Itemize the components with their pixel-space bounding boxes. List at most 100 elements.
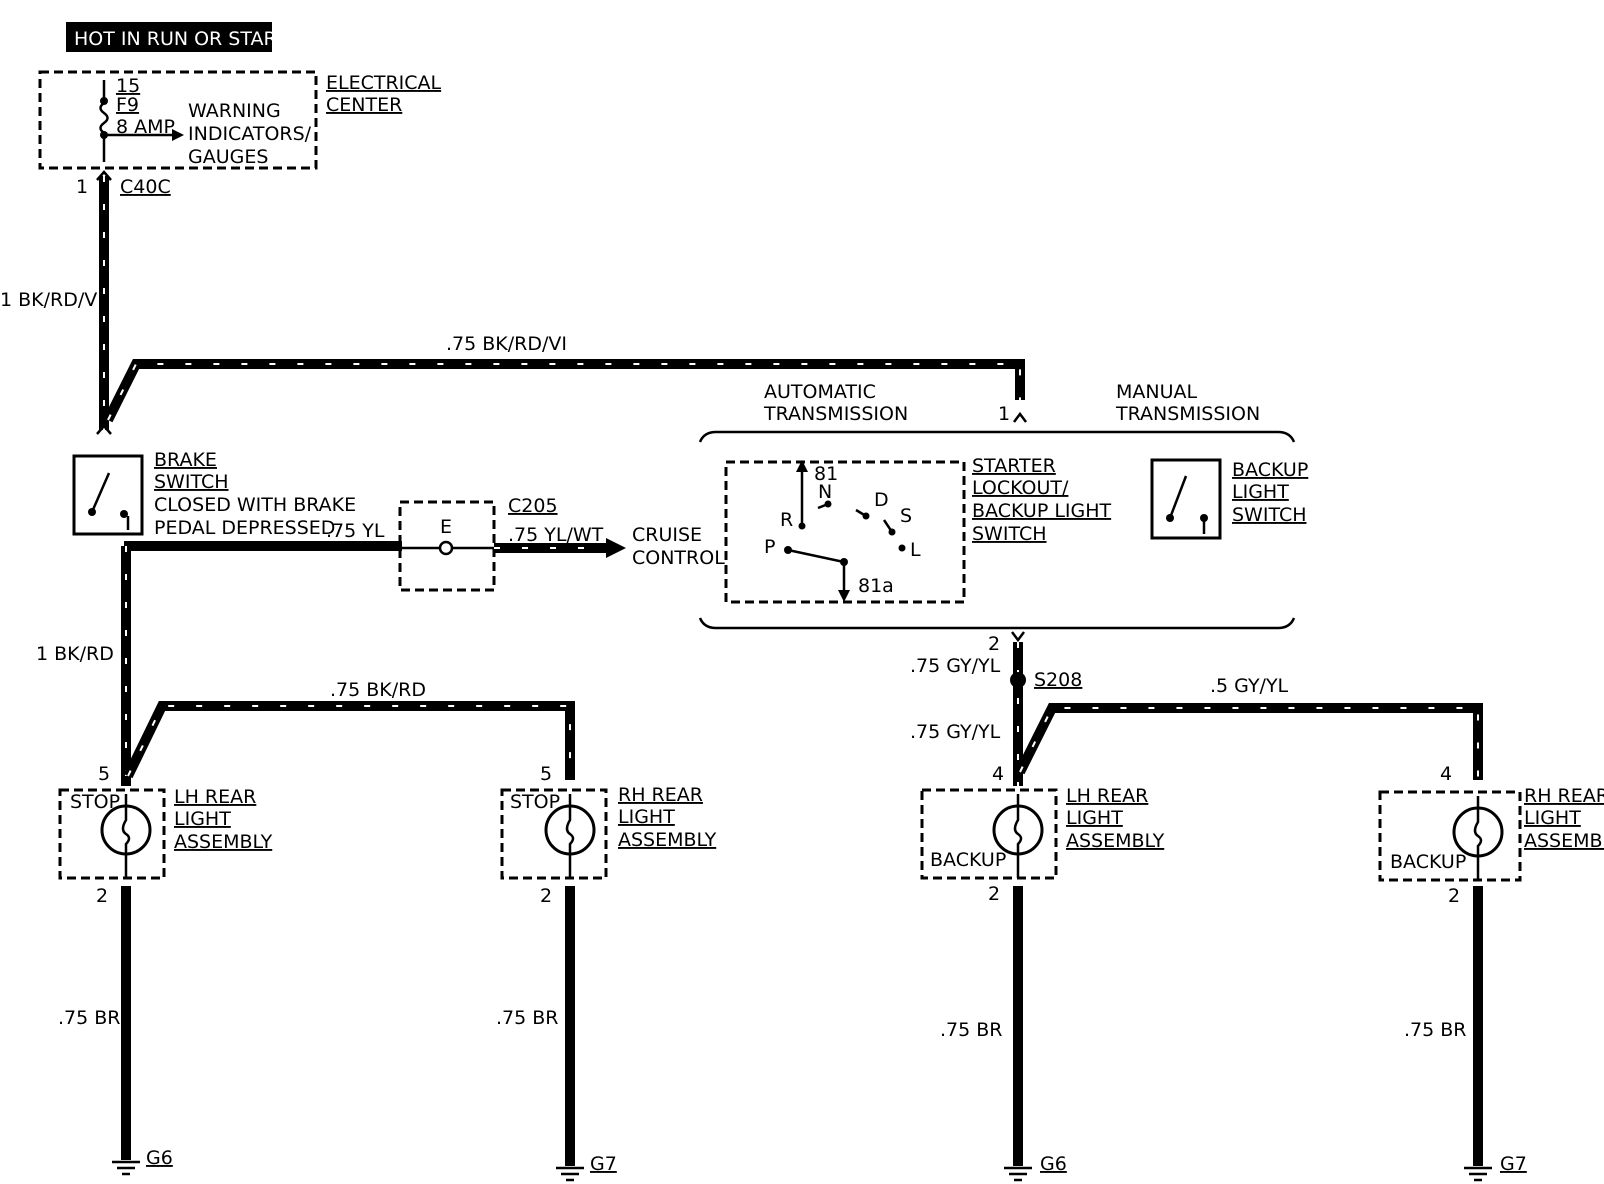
ec-pin: 1 [76, 176, 88, 198]
brake-switch-connector-icon [96, 424, 112, 435]
backup-feed-label-b: .75 GY/YL [910, 721, 1001, 743]
starter-label-3: BACKUP LIGHT [972, 500, 1112, 522]
starter-lockout-box [724, 460, 966, 604]
ground-label-g6-right: G6 [1040, 1153, 1067, 1175]
trans-pin-out-icon [1011, 631, 1025, 643]
s208-splice [1010, 672, 1026, 688]
lh-stop-name-1: LH REAR [174, 786, 256, 808]
lh-stop-lamp: 5 STOP LH REAR LIGHT ASSEMBLY 2 [58, 763, 273, 907]
lockout-term-81: 81 [814, 463, 838, 485]
lh-backup-name-1: LH REAR [1066, 785, 1148, 807]
brake-switch-pivot [88, 508, 96, 516]
top-run-label: .75 BK/RD/VI [446, 333, 567, 355]
fuse-number: 15 [116, 75, 140, 97]
rh-backup-tag: BACKUP [1390, 851, 1466, 873]
hot-label-box [66, 22, 272, 52]
lh-backup-pin-top: 4 [992, 763, 1004, 785]
lockout-wiper [787, 548, 846, 598]
gear-d: D [874, 489, 889, 511]
lh-stop-name-3: ASSEMBLY [174, 831, 273, 853]
lh-stop-pin-top: 5 [98, 763, 110, 785]
rh-backup-pin-top: 4 [1440, 763, 1452, 785]
rh-stop-box [500, 788, 608, 880]
lh-stop-box [58, 788, 166, 880]
gear-l: L [910, 539, 921, 561]
manual-trans-label-1: MANUAL [1116, 381, 1198, 403]
rh-stop-pin-bot: 2 [540, 885, 552, 907]
rh-stop-name-2: LIGHT [618, 806, 675, 828]
rh-stop-tag: STOP [510, 791, 560, 813]
gear-s: S [900, 505, 912, 527]
ground-icon-g6-right [1004, 1166, 1032, 1182]
lockout-out-arrow [838, 590, 850, 602]
trans-bottom-bracket [698, 617, 1296, 630]
gear-s-dot [888, 528, 896, 536]
rh-backup-box [1378, 790, 1522, 882]
top-run-stripe [107, 363, 1021, 421]
brake-switch-label-2: SWITCH [154, 471, 229, 493]
starter-label-1: STARTER [972, 455, 1056, 477]
ground-wire-label-2: .75 BR [496, 1007, 559, 1029]
backup-branch-label: .5 GY/YL [1210, 675, 1289, 697]
rh-stop-lamp: 5 STOP RH REAR LIGHT ASSEMBLY 2 [500, 763, 717, 907]
ground-icon-g6-left [112, 1160, 140, 1176]
backup-switch-pivot [1166, 514, 1174, 522]
ground-label-g6-left: G6 [146, 1147, 173, 1169]
lh-backup-name-3: ASSEMBLY [1066, 830, 1165, 852]
hot-label: HOT IN RUN OR START [74, 28, 287, 50]
main-feed-label: 1 BK/RD/VI [0, 289, 103, 311]
ground-icon-g7-left [556, 1166, 584, 1182]
fuse-id: F9 [116, 94, 139, 116]
cruise-arrow-head [606, 538, 626, 558]
rh-stop-filament [565, 794, 575, 878]
ground-label-g7-left: G7 [590, 1153, 617, 1175]
backup-switch-label-3: SWITCH [1232, 504, 1307, 526]
rh-stop-name-3: ASSEMBLY [618, 829, 717, 851]
lh-backup-filament [1013, 794, 1023, 878]
ec-connector: C40C [120, 176, 171, 198]
stop-branch-stripe [127, 705, 571, 780]
trans-pin-out: 2 [988, 633, 1000, 655]
backup-switch-label-2: LIGHT [1232, 481, 1289, 503]
ground-wire-label-3: .75 BR [940, 1019, 1003, 1041]
stop-branch-wire [123, 701, 575, 780]
auto-trans-label-1: AUTOMATIC [764, 381, 876, 403]
stop-feed-label: 1 BK/RD [36, 643, 114, 665]
rh-backup-lamp: 4 BACKUP RH REAR LIGHT ASSEMBLY 2 [1378, 763, 1604, 907]
lh-stop-name-2: LIGHT [174, 808, 231, 830]
rh-stop-pin-top: 5 [540, 763, 552, 785]
brake-switch-lever [90, 472, 111, 513]
trans-top-bracket [698, 430, 1296, 443]
fuse-amp: 8 AMP [116, 116, 175, 138]
backup-switch-label-1: BACKUP [1232, 459, 1308, 481]
gear-d-dot [862, 512, 870, 520]
rh-backup-name-3: ASSEMBLY [1524, 830, 1604, 852]
gear-l-contact [898, 544, 906, 552]
trans-pin-in: 1 [998, 403, 1010, 425]
auto-trans-label-2: TRANSMISSION [763, 403, 908, 425]
lh-stop-tag: STOP [70, 791, 120, 813]
c205-connector: C205 [508, 495, 558, 517]
c205-terminal-label: E [440, 516, 452, 538]
brake-switch-box [72, 454, 144, 536]
lockout-wiper-pivot [840, 558, 848, 566]
lh-stop-pin-bot: 2 [96, 885, 108, 907]
backup-branch-wire [1015, 703, 1483, 780]
gear-p: P [764, 536, 775, 558]
ground-label-g7-right: G7 [1500, 1153, 1527, 1175]
gear-n-dot [824, 500, 832, 508]
warning-label-3: GAUGES [188, 146, 268, 168]
backup-branch-stripe [1019, 707, 1479, 780]
gear-n: N [818, 481, 832, 503]
lh-backup-name-2: LIGHT [1066, 807, 1123, 829]
lh-backup-box [920, 788, 1058, 880]
brake-switch-label-4: PEDAL DEPRESSED [154, 517, 335, 539]
lh-backup-tag: BACKUP [930, 849, 1006, 871]
electrical-center-box [38, 70, 318, 170]
ground-icon-g7-right [1464, 1166, 1492, 1182]
warning-label-1: WARNING [188, 100, 281, 122]
backup-switch-lever [1168, 475, 1188, 519]
gear-r: R [780, 509, 793, 531]
lh-backup-pin-bot: 2 [988, 883, 1000, 905]
